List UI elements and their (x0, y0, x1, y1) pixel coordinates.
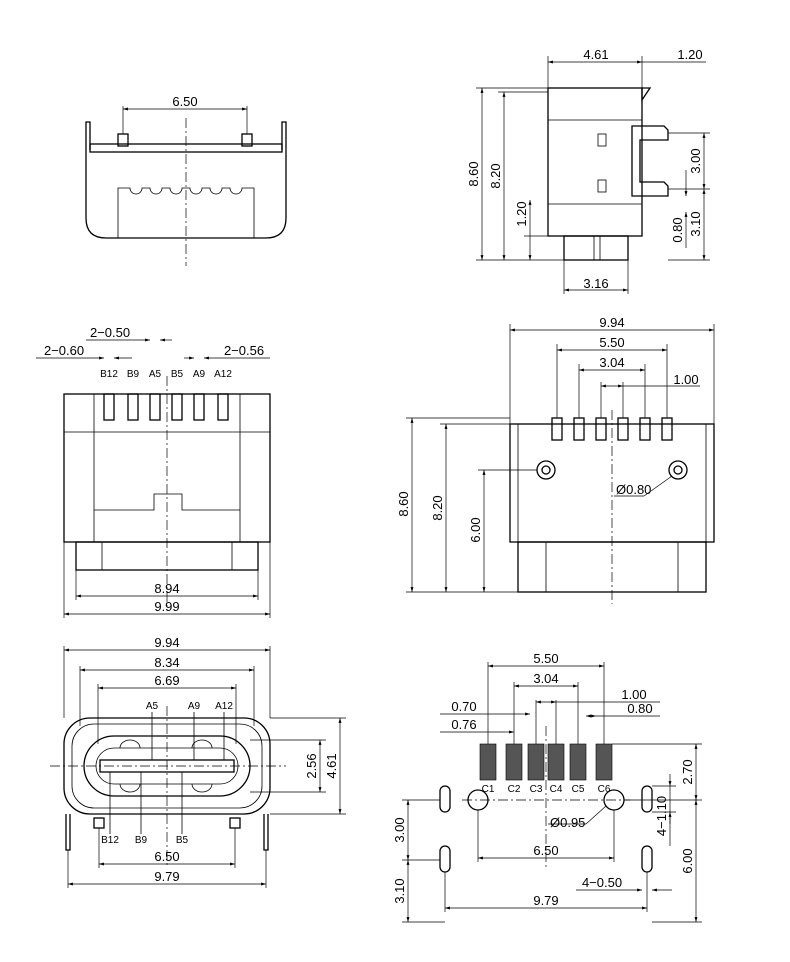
pin-label-b12: B12 (100, 369, 118, 380)
dim-top-width: 6.50 (172, 94, 197, 109)
dim-pcb-slot-len: 4−1.10 (654, 796, 669, 836)
dim-side-depth: 4.61 (583, 47, 608, 62)
dim-side-tail: 0.80 (670, 217, 685, 242)
pad-label-c1: C1 (482, 784, 495, 795)
pin-label-b9: B9 (127, 369, 140, 380)
front-pins (103, 393, 229, 421)
dim-pcb-v300: 3.00 (392, 817, 407, 842)
dim-side-h-low: 1.20 (514, 201, 529, 226)
dim-back-post-dia: Ø0.80 (616, 482, 651, 497)
dim-pcb-v270: 2.70 (680, 759, 695, 784)
pad-label-c2: C2 (508, 784, 521, 795)
dim-pcb-hole-span: 6.50 (533, 843, 558, 858)
pin-label-a9-bottom: A9 (188, 701, 201, 712)
pad-label-c6: C6 (598, 784, 611, 795)
pcb-pads (479, 743, 613, 781)
dim-front-pitch-right: 2−0.56 (224, 343, 264, 358)
pin-label-a5: A5 (149, 369, 162, 380)
dim-front-pitch-left: 2−0.60 (44, 343, 84, 358)
dim-pcb-pad-w-2: 0.76 (451, 717, 476, 732)
pin-label-b9-bottom: B9 (135, 835, 148, 846)
pin-label-a9: A9 (193, 369, 206, 380)
pin-label-b5: B5 (171, 369, 184, 380)
pin-label-a12-bottom: A12 (215, 701, 233, 712)
dim-pcb-pad-span: 5.50 (533, 651, 558, 666)
dim-pcb-pitch-08: 0.80 (627, 701, 652, 716)
dim-opening-h-inner: 2.56 (304, 753, 319, 778)
dim-pcb-hole-dia: Ø0.95 (550, 815, 585, 830)
pad-label-c3: C3 (530, 784, 543, 795)
dim-pcb-pad-mid: 3.04 (533, 671, 558, 686)
dim-opening-h-outer: 4.61 (324, 753, 339, 778)
dim-side-slot-gap: 3.00 (688, 148, 703, 173)
dim-back-pin-pitch: 1.00 (673, 372, 698, 387)
dim-opening-w-shell: 8.34 (154, 655, 179, 670)
dim-side-h-body: 8.20 (488, 163, 503, 188)
dim-back-pin-span: 5.50 (599, 335, 624, 350)
dim-back-h-body: 8.20 (430, 495, 445, 520)
dim-pcb-v310: 3.10 (392, 878, 407, 903)
dim-front-w-outer: 9.99 (154, 599, 179, 614)
dim-opening-leg-span: 9.79 (154, 869, 179, 884)
pad-label-c4: C4 (550, 784, 563, 795)
dim-back-pin-mid: 3.04 (599, 355, 624, 370)
dim-front-pitch-mid: 2−0.50 (90, 325, 130, 340)
dim-opening-peg-span: 6.50 (154, 849, 179, 864)
dim-pcb-pad-w-1: 0.70 (451, 699, 476, 714)
dim-opening-w-total: 9.94 (154, 635, 179, 650)
dim-back-h-total: 8.60 (396, 491, 411, 516)
dim-opening-w-mid: 6.69 (154, 673, 179, 688)
dim-pcb-slot-span: 9.79 (533, 893, 558, 908)
view-top: 6.50 (85, 94, 287, 266)
dim-side-tab: 1.20 (677, 47, 702, 62)
view-pcb-layout: C1 C2 C3 C4 C5 C6 5.50 3.04 1.00 0.80 0.… (392, 651, 702, 923)
pin-label-b12-bottom: B12 (101, 835, 119, 846)
dim-back-post-h: 6.00 (468, 517, 483, 542)
view-front: B12 B9 A5 B5 A9 A12 2−0.50 2−0.60 2−0.56… (36, 325, 271, 618)
dim-side-tail-h: 3.10 (688, 211, 703, 236)
view-side: 4.61 1.20 8.60 8.20 1.20 3.00 3.10 0.80 … (466, 47, 710, 294)
view-opening: A5 A9 A12 B12 B9 B5 9.94 8.34 6.69 2.56 … (50, 635, 346, 888)
pin-label-a5-bottom: A5 (146, 701, 159, 712)
dim-back-width: 9.94 (599, 315, 624, 330)
pin-label-b5-bottom: B5 (176, 835, 189, 846)
dim-pcb-v600: 6.00 (680, 848, 695, 873)
pad-label-c5: C5 (572, 784, 585, 795)
pin-label-a12: A12 (214, 369, 232, 380)
dim-front-w-inner: 8.94 (154, 581, 179, 596)
dim-side-bottom-w: 3.16 (583, 276, 608, 291)
dim-pcb-pitch-1: 1.00 (621, 687, 646, 702)
dim-side-h-total: 8.60 (466, 161, 481, 186)
view-back: 9.94 5.50 3.04 1.00 8.60 8.20 6.00 Ø0.80 (396, 315, 715, 604)
dim-pcb-slot-spec: 4−0.50 (582, 875, 622, 890)
